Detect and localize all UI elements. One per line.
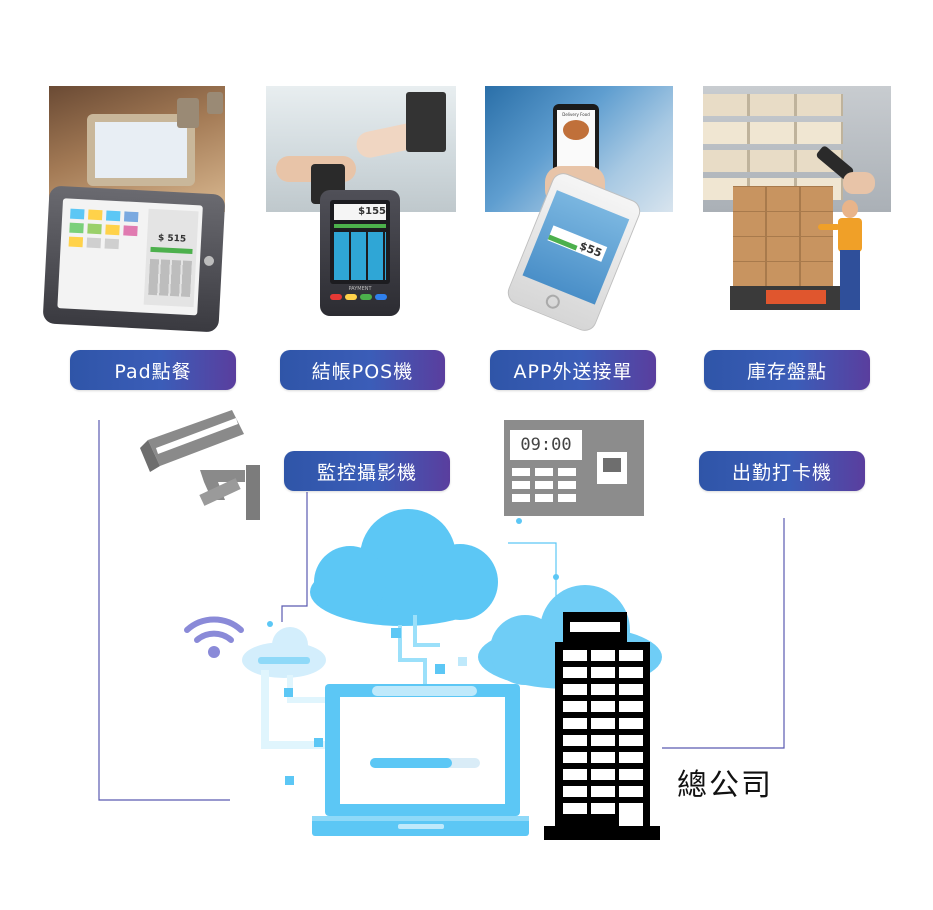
laptop-icon xyxy=(312,684,529,836)
building-window xyxy=(619,667,643,678)
building-window xyxy=(591,650,615,661)
cctv-camera-icon xyxy=(140,410,260,520)
worker-figure-icon xyxy=(818,200,870,315)
pad-photo-tablet xyxy=(87,114,195,186)
building-window xyxy=(591,718,615,729)
main-cloud-icon xyxy=(310,509,498,626)
building-window xyxy=(591,701,615,712)
time-clock-label: 出勤打卡機 xyxy=(699,451,865,491)
building-window xyxy=(591,752,615,763)
deco-square xyxy=(284,688,293,697)
building-window xyxy=(591,684,615,695)
inventory-label: 庫存盤點 xyxy=(704,350,870,390)
app-title: Delivery Food xyxy=(562,112,590,117)
building-window xyxy=(591,786,615,797)
pad-connector-line xyxy=(98,420,230,801)
building-window xyxy=(619,718,643,729)
phone-amount: $55 xyxy=(577,239,604,260)
clock-connector-dot xyxy=(516,518,522,524)
building-window xyxy=(591,803,615,814)
building-window xyxy=(563,718,587,729)
cloud-link-line-1 xyxy=(398,625,427,690)
pos-brand: PAYMENT xyxy=(348,286,372,292)
building-window xyxy=(619,735,643,746)
small-cloud-icon xyxy=(242,627,326,678)
inventory-photo xyxy=(703,86,891,212)
building-window xyxy=(619,786,643,797)
cctv-connector-line xyxy=(281,492,308,622)
cloud-connector-dot xyxy=(553,574,559,580)
building-window xyxy=(563,786,587,797)
building-window xyxy=(563,684,587,695)
cctv-label: 監控攝影機 xyxy=(284,451,450,491)
app-delivery-label: APP外送接單 xyxy=(490,350,656,390)
cloud-link-line-2 xyxy=(413,615,440,647)
building-window xyxy=(563,701,587,712)
time-clock-device-icon xyxy=(504,420,644,516)
headquarters-label: 總公司 xyxy=(677,768,773,803)
building-window xyxy=(563,735,587,746)
cloud-link-line-3 xyxy=(261,670,330,749)
building-window xyxy=(563,650,587,661)
deco-square xyxy=(314,738,323,747)
building-window xyxy=(563,667,587,678)
deco-square xyxy=(458,657,467,666)
app-photo: Delivery Food xyxy=(485,86,673,212)
pad-ordering-label: Pad點餐 xyxy=(70,350,236,390)
deco-dot xyxy=(267,621,273,627)
building-window xyxy=(619,769,643,780)
building-window xyxy=(563,803,587,814)
pos-checkout-label: 結帳POS機 xyxy=(280,350,445,390)
building-window xyxy=(563,769,587,780)
cardboard-boxes-icon xyxy=(733,186,833,286)
building-window xyxy=(591,667,615,678)
building-window xyxy=(619,752,643,763)
building-window xyxy=(619,650,643,661)
clock-connector-line xyxy=(508,542,557,600)
building-window xyxy=(619,701,643,712)
cloud-link-line-4 xyxy=(287,675,330,703)
building-window xyxy=(619,684,643,695)
building-window xyxy=(619,803,643,814)
tablet-device-icon: $ 515 xyxy=(42,185,226,333)
wifi-icon xyxy=(184,616,244,658)
building-door xyxy=(619,812,643,826)
building-window xyxy=(591,769,615,780)
building-window xyxy=(591,735,615,746)
clock-time-display: 09:00 xyxy=(520,435,572,455)
deco-square xyxy=(285,776,294,785)
building-window xyxy=(563,752,587,763)
deco-square xyxy=(391,628,401,638)
pos-amount: $155 xyxy=(334,204,386,220)
pallet-jack-icon xyxy=(730,286,840,310)
deco-square xyxy=(435,664,445,674)
timeclock-connector-line xyxy=(662,518,785,749)
pos-terminal-icon: $155 PAYMENT xyxy=(320,190,400,316)
